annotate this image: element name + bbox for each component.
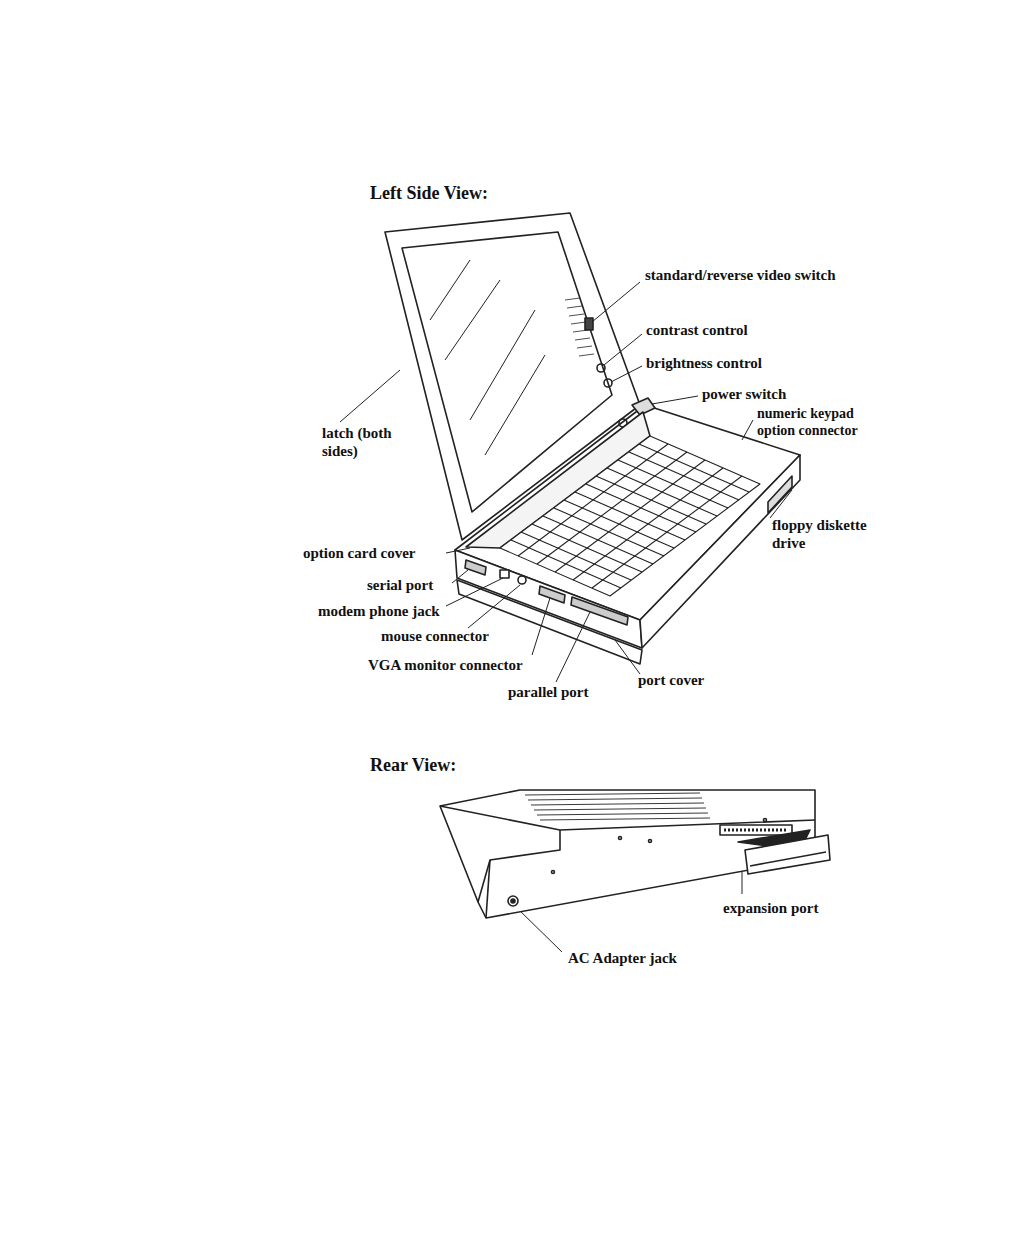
part-label: numeric keypad option connector <box>757 406 892 440</box>
part-label: brightness control <box>646 354 762 372</box>
part-label: floppy diskette drive <box>772 516 900 552</box>
brightness-knob <box>604 379 612 387</box>
rear-view <box>440 790 830 918</box>
keyboard <box>500 436 760 596</box>
vga-port <box>539 586 565 603</box>
part-label: parallel port <box>508 683 588 701</box>
part-label: port cover <box>638 671 704 689</box>
screen-glare <box>470 310 535 420</box>
contrast-knob <box>597 364 605 372</box>
part-label: modem phone jack <box>318 602 440 620</box>
screen-glare <box>445 280 500 360</box>
part-label: standard/reverse video switch <box>645 266 845 284</box>
serial-port <box>465 560 486 575</box>
part-label: AC Adapter jack <box>568 949 677 967</box>
parallel-port <box>571 597 628 625</box>
part-label: expansion port <box>723 899 818 917</box>
part-label: contrast control <box>646 321 748 339</box>
view-heading: Left Side View: <box>370 183 488 205</box>
screen-glare <box>485 355 545 455</box>
mouse-port <box>518 576 526 584</box>
view-heading: Rear View: <box>370 755 456 777</box>
part-label: VGA monitor connector <box>368 656 523 674</box>
phone-jack <box>500 570 509 578</box>
part-label: serial port <box>367 576 433 594</box>
screen-glare <box>430 260 470 320</box>
part-label: mouse connector <box>381 627 489 645</box>
part-label: option card cover <box>303 544 415 562</box>
part-label: power switch <box>702 385 786 403</box>
video-switch <box>585 318 593 330</box>
lid-vents <box>565 298 594 356</box>
part-label: latch (both sides) <box>322 424 417 460</box>
